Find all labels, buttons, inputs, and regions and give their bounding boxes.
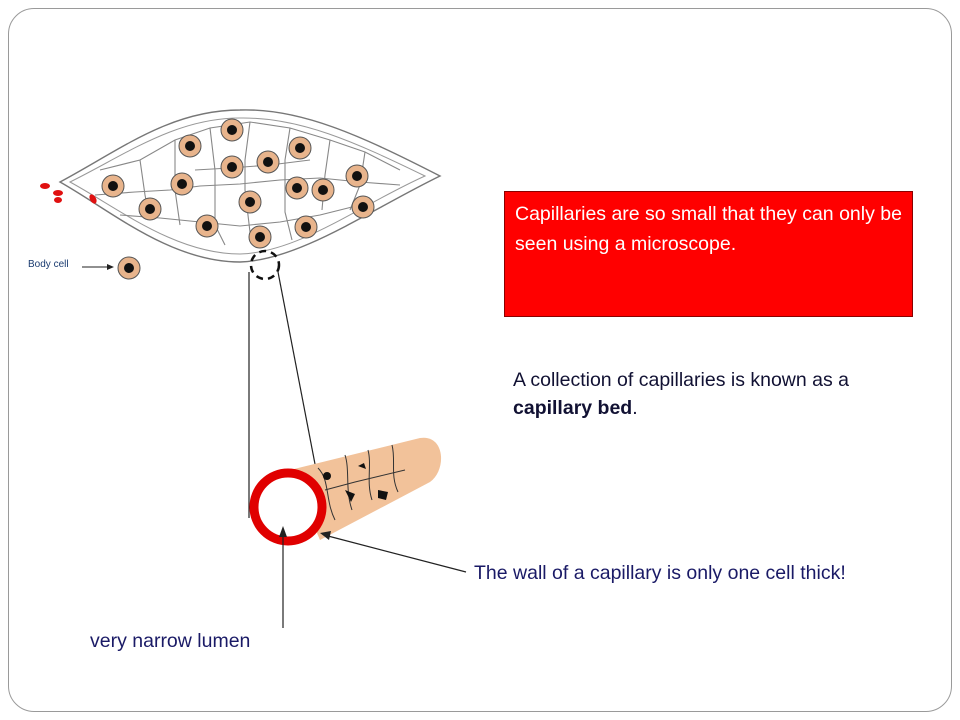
wall-arrowhead: [320, 531, 331, 540]
body-cell-label: Body cell: [28, 259, 69, 270]
body-cell-legend: [82, 256, 141, 280]
capillary-cross-section: [249, 468, 327, 546]
capillary-bed-suffix: .: [632, 397, 638, 419]
tissue-bed: [40, 109, 442, 263]
callout-box: Capillaries are so small that they can o…: [504, 191, 913, 317]
capillary-wall-note: The wall of a capillary is only one cell…: [474, 562, 846, 584]
callout-text: Capillaries are so small that they can o…: [515, 203, 902, 255]
capillary-bed-note: A collection of capillaries is known as …: [513, 366, 913, 422]
zoom-selection-circle: [249, 249, 281, 281]
lumen-arrowhead: [279, 526, 287, 537]
capillary-tube: [290, 437, 442, 540]
lumen-label: very narrow lumen: [90, 630, 251, 652]
capillary-bed-prefix: A collection of capillaries is known as …: [513, 369, 850, 391]
nuclei: [108, 125, 368, 242]
capillary-bed-term: capillary bed: [513, 397, 633, 419]
red-blood-cells: [40, 183, 97, 204]
